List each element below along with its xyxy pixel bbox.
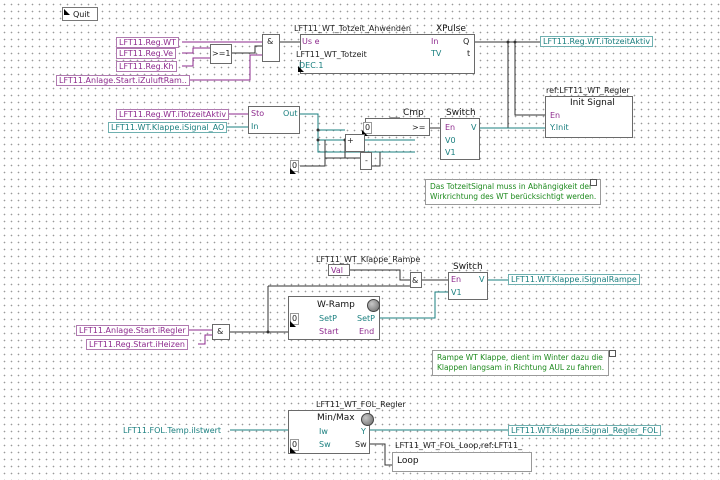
- minmax-block[interactable]: Min/Max Iw Sw Y Sw: [288, 410, 370, 454]
- corner-marker-icon: [64, 9, 70, 15]
- signal-reg-heizen[interactable]: LFT11.Reg.Start.iHeizen: [86, 339, 188, 350]
- switch2-v1-port: V1: [451, 288, 462, 297]
- switch2-en-port: En: [451, 275, 462, 284]
- comment-rampe-line2: Klappen langsam in Richtung AUL zu fahre…: [437, 363, 605, 372]
- xpulse-dec-port: DEC.1: [299, 61, 324, 70]
- loop-block[interactable]: Loop: [392, 452, 532, 472]
- switch1-title: Switch: [446, 108, 476, 118]
- rampe-var-name: LFT11_WT_Klappe_Rampe: [316, 255, 421, 264]
- corner-marker-icon: [362, 130, 368, 136]
- comment-totzeit[interactable]: Das TotzeitSignal muss in Abhängigkeit d…: [425, 179, 602, 205]
- switch1-v-port: V: [471, 123, 477, 132]
- comment-toggle-icon[interactable]: [609, 350, 616, 357]
- rampe-val-port: Val: [331, 266, 343, 275]
- wramp-end-port: End: [359, 327, 375, 336]
- signal-klappe-rampe[interactable]: LFT11.WT.Klappe.iSignalRampe: [508, 274, 640, 285]
- init-ref: ref:LFT11_WT_Regler: [546, 86, 630, 95]
- minmax-ref: LFT11_WT_FOL_Regler: [316, 400, 406, 409]
- switch1-v1-port: V1: [445, 148, 456, 157]
- xpulse-t-port: t: [467, 49, 471, 58]
- signal-totzeit-aktiv-in[interactable]: LFT11.Reg.WT.iTotzeitAktiv: [116, 109, 230, 120]
- and-rampe-label: &: [412, 276, 419, 285]
- switch1-v0-port: V0: [445, 136, 456, 145]
- signal-anlage-regler[interactable]: LFT11.Anlage.Start.iRegler: [76, 325, 189, 336]
- init-title: Init Signal: [570, 98, 615, 108]
- and-label: &: [267, 37, 274, 46]
- signal-fol-istwert[interactable]: LFT11.FOL.Temp.iIstwert: [120, 425, 225, 436]
- comment-totzeit-line2: Wirkrichtung des WT berücksichtigt werde…: [430, 192, 597, 201]
- minmax-sw-port: Sw: [319, 440, 331, 449]
- signal-reg-wt[interactable]: LFT11.Reg.WT: [116, 37, 180, 48]
- switch2-v-port: V: [479, 275, 485, 284]
- signal-anlage-zuluft[interactable]: LFT11.Anlage.Start.iZuluftRam..: [56, 75, 190, 86]
- minmax-iw-port: Iw: [319, 427, 328, 436]
- switch2-title: Switch: [453, 262, 483, 272]
- sto-out-port: Out: [283, 109, 298, 118]
- init-yinit-port: Y.Init: [550, 123, 569, 132]
- xpulse-instance-name: LFT11_WT_Totzeit_Anwenden: [294, 24, 411, 33]
- cmp-title: Cmp: [403, 108, 424, 118]
- xpulse-q-port: Q: [463, 37, 470, 46]
- switch1-block[interactable]: En V0 V1 V: [440, 118, 480, 160]
- or-gate[interactable]: >=1: [210, 44, 232, 64]
- loop-ref: LFT11_WT_FOL_Loop,ref:LFT11_: [395, 441, 523, 450]
- sto-in-port: In: [251, 122, 259, 131]
- and-gate-start[interactable]: &: [212, 324, 230, 340]
- init-en-port: En: [550, 111, 561, 120]
- status-lamp-icon: [361, 413, 374, 426]
- corner-marker-icon: [290, 321, 296, 327]
- wramp-start-port: Start: [319, 327, 339, 336]
- quit-label: Quit: [73, 10, 90, 19]
- corner-marker-icon: [290, 168, 296, 174]
- wramp-title: W-Ramp: [317, 300, 355, 310]
- plus-block[interactable]: +: [345, 134, 365, 152]
- comment-toggle-icon[interactable]: [590, 179, 597, 186]
- status-lamp-icon: [367, 299, 380, 312]
- init-signal-block[interactable]: Init Signal En Y.Init: [545, 96, 633, 138]
- corner-marker-icon: [298, 66, 304, 72]
- sto-port: Sto: [251, 109, 265, 118]
- signal-totzeit-aktiv-out[interactable]: LFT11.Reg.WT.iTotzeitAktiv: [540, 36, 654, 47]
- signal-reg-ve[interactable]: LFT11.Reg.Ve: [116, 48, 177, 59]
- comment-totzeit-line1: Das TotzeitSignal muss in Abhängigkeit d…: [430, 182, 593, 191]
- xpulse-param-name: LFT11_WT_Totzeit: [296, 50, 367, 60]
- quit-button[interactable]: Quit: [62, 7, 98, 21]
- comment-rampe[interactable]: Rampe WT Klappe, dient im Winter dazu di…: [432, 350, 610, 376]
- comment-rampe-line1: Rampe WT Klappe, dient im Winter dazu di…: [437, 353, 603, 362]
- cmp-block[interactable]: >=: [365, 118, 430, 136]
- wramp-setp-in-port: SetP: [319, 314, 337, 323]
- or-label: >=1: [212, 49, 231, 58]
- xpulse-in-port: In: [431, 37, 439, 46]
- xpulse-type: XPulse: [436, 24, 466, 34]
- switch1-en-port: En: [445, 123, 456, 132]
- minmax-title: Min/Max: [317, 413, 355, 423]
- plus-label: +: [347, 136, 354, 145]
- signal-klappe-regler-fol[interactable]: LFT11.WT.Klappe.iSignal_Regler_FOL: [508, 425, 661, 436]
- rampe-val-block[interactable]: Val: [328, 264, 350, 276]
- and-gate-top[interactable]: &: [262, 34, 280, 62]
- wramp-setp-out-port: SetP: [357, 314, 375, 323]
- minus-block[interactable]: -: [360, 152, 372, 170]
- xpulse-use-port: Us e: [302, 37, 320, 46]
- xpulse-tv-port: TV: [431, 49, 442, 58]
- sto-block[interactable]: Sto In Out: [248, 106, 300, 134]
- signal-reg-kh[interactable]: LFT11.Reg.Kh: [116, 61, 177, 72]
- loop-title: Loop: [397, 456, 419, 466]
- corner-marker-icon: [290, 447, 296, 453]
- minmax-y-port: Y: [361, 427, 366, 436]
- and-start-label: &: [217, 327, 224, 336]
- minus-label: -: [365, 156, 368, 165]
- wramp-block[interactable]: W-Ramp SetP Start SetP End: [288, 296, 380, 340]
- switch2-block[interactable]: En V1 V: [448, 272, 488, 300]
- minmax-sw-out-port: Sw: [355, 440, 367, 449]
- and-gate-rampe[interactable]: &: [410, 272, 422, 288]
- signal-klappe-ao[interactable]: LFT11.WT.Klappe.iSignal_AO: [108, 122, 228, 133]
- cmp-ge-port: >=: [412, 123, 426, 132]
